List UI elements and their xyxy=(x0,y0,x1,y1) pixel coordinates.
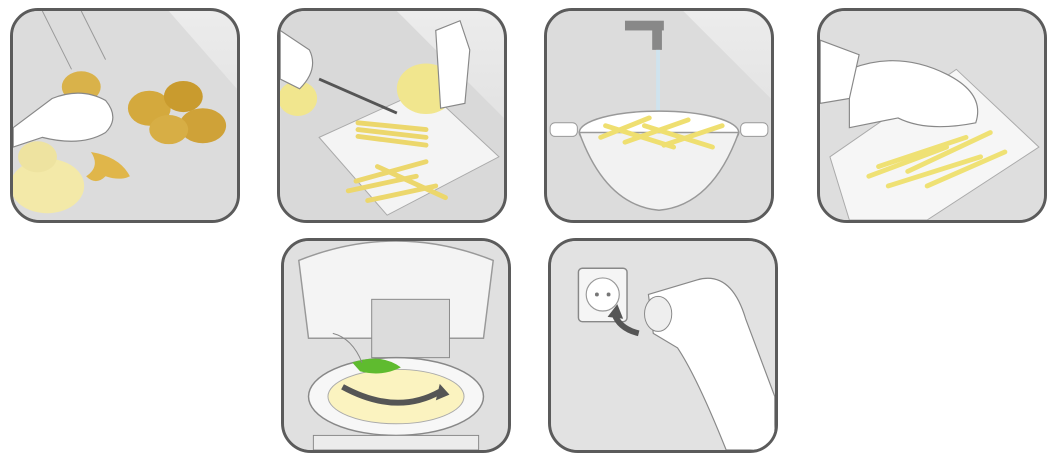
step-rinse-fries-panel xyxy=(544,8,774,223)
peel-potatoes-icon xyxy=(13,11,237,220)
cut-fries-icon xyxy=(280,11,504,220)
add-oil-to-fryer-icon xyxy=(284,241,508,450)
dry-fries-icon xyxy=(820,11,1044,220)
step-cut-fries-panel xyxy=(277,8,507,223)
step-plug-in-panel xyxy=(548,238,778,453)
step-dry-fries-panel xyxy=(817,8,1047,223)
step-peel-potatoes-panel xyxy=(10,8,240,223)
rinse-fries-icon xyxy=(547,11,771,220)
plug-in-appliance-icon xyxy=(551,241,775,450)
step-add-oil-panel xyxy=(281,238,511,453)
